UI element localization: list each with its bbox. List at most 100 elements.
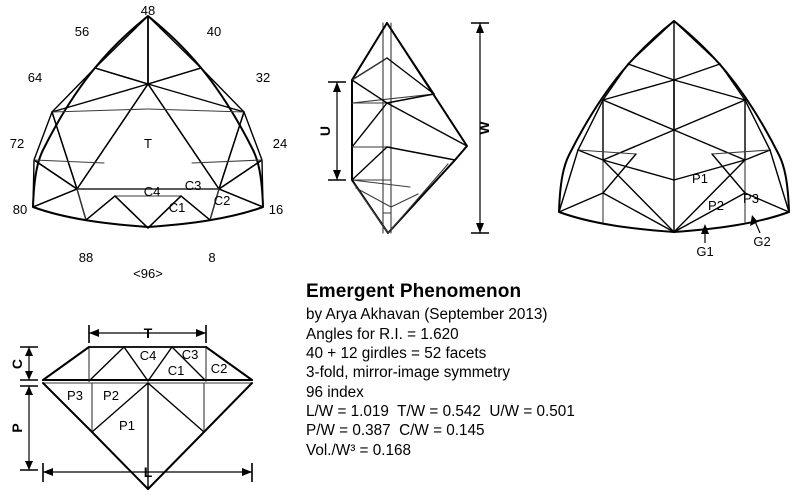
pavilion-facet-label-p3: P3: [743, 191, 759, 206]
pavilion-left-edge-1: [577, 99, 604, 151]
crown-index-64: 64: [28, 70, 42, 85]
design-byline: by Arya Akhavan (September 2013): [306, 306, 548, 324]
l-arrow-left: [43, 468, 53, 476]
g1-arrowhead: [701, 224, 709, 234]
crown-index-56: 56: [75, 24, 89, 39]
t-arrow-left: [89, 329, 99, 337]
crown-break-left-2: [51, 83, 149, 190]
g1-label: G1: [696, 244, 713, 259]
top-profile-h8: [390, 193, 419, 208]
crown-index-80: 80: [13, 202, 27, 217]
side-p1-label: P1: [119, 418, 135, 433]
pavilion-facet-label-p1: P1: [692, 171, 708, 186]
crown-break-left-3: [33, 111, 78, 190]
top-profile-outline: [351, 22, 468, 234]
pavilion-upper-left-2: [627, 63, 675, 81]
pavilion-right-edge-7: [711, 153, 746, 194]
pavilion-left-edge-3: [558, 149, 579, 213]
side-p2-label: P2: [103, 388, 119, 403]
crown-facet-label-c4: C4: [144, 184, 161, 199]
pavilion-spoke-4: [602, 129, 675, 161]
crown-outline: [32, 15, 264, 228]
top-profile-h7: [355, 187, 392, 208]
pavilion-upper-right-3: [719, 63, 746, 101]
refractive-index-line: Angles for R.I. = 1.620: [306, 325, 459, 343]
pavilion-right-edge-5: [673, 159, 746, 233]
p-dimension-label: P: [9, 423, 25, 432]
t-dimension-label: T: [144, 325, 153, 341]
crown-girdle-vert-left: [76, 188, 87, 221]
pavilion-view: P1 P2 P3 G1 G2: [558, 20, 790, 259]
l-arrow-right: [242, 468, 252, 476]
crown-table-label: T: [144, 136, 152, 151]
crown-index-8: 8: [208, 250, 215, 265]
pavilion-upper-right: [673, 20, 721, 65]
crown-break-left-1: [51, 67, 149, 113]
side-pav-p1-right: [147, 382, 205, 433]
l-dimension-label: L: [144, 464, 153, 480]
top-profile-ridge-4: [351, 79, 388, 104]
pavilion-spoke-1: [673, 99, 746, 131]
w-dimension-label: W: [476, 121, 492, 135]
symmetry-line: 3-fold, mirror-image symmetry: [306, 364, 510, 382]
c-arrow-top: [25, 347, 33, 356]
side-crown-left-slope: [42, 346, 90, 381]
crown-c1-left-lower: [85, 195, 149, 229]
crown-index-32: 32: [256, 70, 270, 85]
p-arrow-top: [25, 386, 33, 395]
side-pav-p1-left: [91, 382, 149, 433]
crown-index-48: 48: [141, 3, 155, 18]
crown-girdle-vert-right: [209, 188, 220, 221]
side-crown-c1: [147, 346, 207, 382]
side-c3-label: C3: [182, 347, 199, 362]
crown-index-72: 72: [10, 136, 24, 151]
side-c2-label: C2: [211, 361, 228, 376]
side-crown-right-slope: [205, 346, 253, 381]
top-profile-ridge-6: [351, 102, 388, 148]
index-line: 96 index: [306, 383, 364, 401]
crown-facet-label-c1: C1: [169, 200, 186, 215]
w-arrow-top: [476, 23, 484, 33]
crown-index-24: 24: [273, 136, 287, 151]
pavilion-spoke-2: [602, 99, 675, 131]
pavilion-upper-left: [627, 20, 675, 65]
design-title: Emergent Phenomenon: [306, 281, 522, 302]
crown-girdle-line-left-lower: [33, 159, 105, 164]
pavilion-right-edge-2: [744, 149, 771, 161]
crown-index-88: 88: [79, 250, 93, 265]
top-profile-ridge-7: [351, 146, 388, 181]
top-profile-h2: [351, 93, 435, 104]
pavilion-right-edge-1: [744, 99, 771, 151]
crown-girdle-line-left-upper: [51, 108, 149, 113]
pavilion-spoke-3: [673, 129, 746, 161]
crown-star-left: [94, 15, 149, 85]
side-profile-view: C4 C3 C1 C2 P3 P2 P1 T L: [9, 325, 253, 490]
pavilion-left-edge-4: [558, 192, 604, 213]
crown-index-16: 16: [269, 202, 283, 217]
pavilion-left-edge-6: [602, 192, 675, 233]
ratio-line-1: L/W = 1.019 T/W = 0.542 U/W = 0.501: [306, 402, 575, 420]
volume-line: Vol./W³ = 0.168: [306, 441, 412, 459]
pavilion-right-edge-6: [673, 192, 746, 233]
top-profile-ridge-5: [386, 102, 468, 147]
crown-facet-label-c3: C3: [185, 178, 202, 193]
crown-break-right-1: [147, 67, 245, 113]
crown-index-40: 40: [207, 24, 221, 39]
top-profile-ridge-8: [386, 146, 456, 161]
pavilion-left-edge-7: [602, 153, 637, 194]
u-arrow-top: [333, 82, 341, 92]
t-arrow-right: [196, 329, 206, 337]
c-arrow-bottom: [25, 371, 33, 380]
top-profile-ridge-3: [386, 93, 435, 104]
top-profile-lower-right-2: [387, 163, 449, 234]
side-c4-label: C4: [140, 348, 157, 363]
crown-facet-label-c2: C2: [214, 193, 231, 208]
top-profile-lower-left-2: [353, 183, 389, 234]
side-p3-label: P3: [67, 388, 83, 403]
ratio-line-2: P/W = 0.387 C/W = 0.145: [306, 422, 485, 440]
crown-girdle-line-right-upper: [147, 108, 245, 113]
pavilion-facet-label-p2: P2: [708, 198, 724, 213]
pavilion-right-h: [711, 149, 771, 155]
crown-break-right-2: [147, 83, 245, 190]
side-crown-c4: [88, 346, 149, 382]
